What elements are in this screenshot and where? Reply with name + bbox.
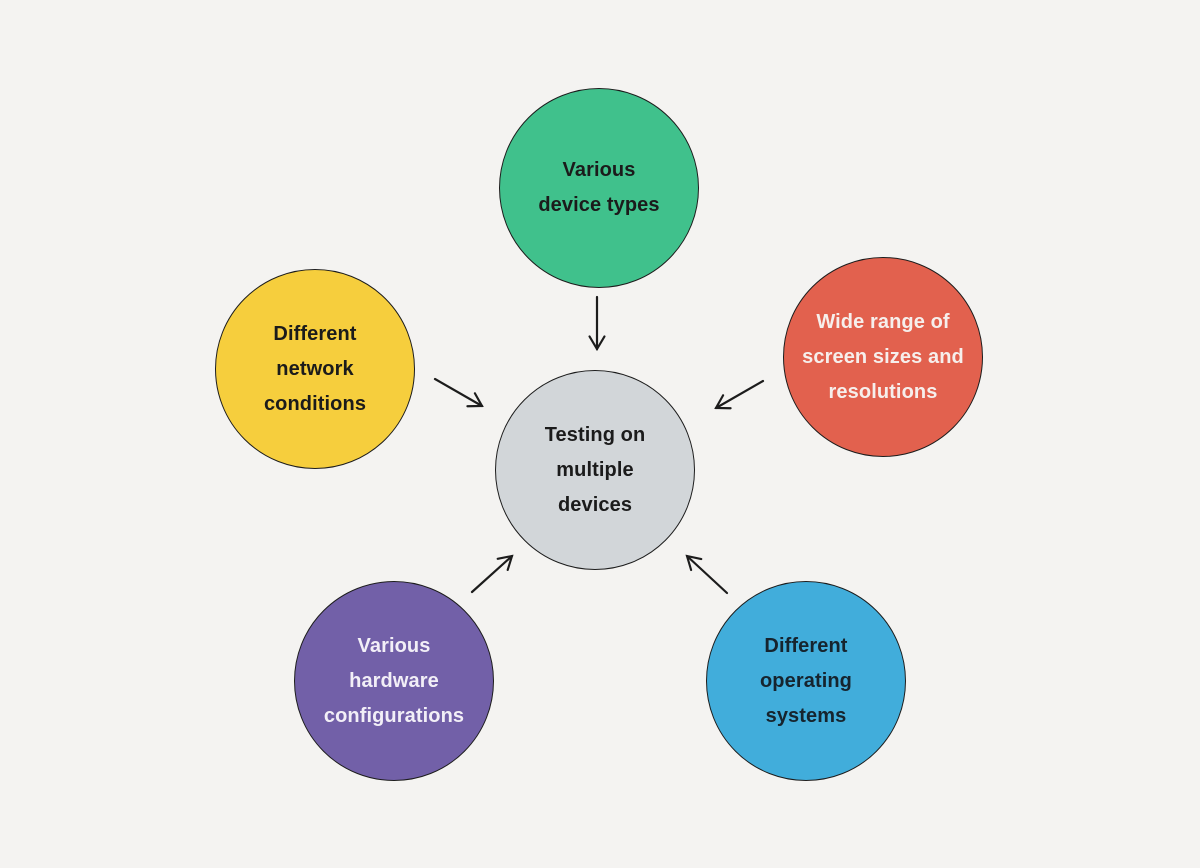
node-label-line: operating bbox=[759, 669, 852, 692]
node-different-operating-systems: Different operating systems bbox=[706, 581, 906, 781]
node-label-line: multiple bbox=[556, 458, 634, 481]
node-label-line: Various bbox=[562, 159, 636, 181]
node-label-line: conditions bbox=[263, 392, 367, 415]
node-label-line: configurations bbox=[323, 704, 465, 727]
node-label-line: systems bbox=[765, 704, 847, 727]
node-label-line: Various bbox=[357, 634, 431, 657]
node-label-line: Different bbox=[273, 322, 357, 345]
node-different-network-conditions: Different network conditions bbox=[215, 269, 415, 469]
arrow-os-to-center bbox=[685, 554, 729, 595]
node-label-line: hardware bbox=[349, 669, 439, 692]
node-label-line: network bbox=[276, 357, 354, 380]
node-label-line: device types bbox=[538, 194, 660, 216]
node-label-line: Different bbox=[764, 634, 848, 657]
node-label-line: devices bbox=[557, 493, 633, 516]
node-label-line: Testing on bbox=[544, 423, 646, 446]
node-label-line: screen sizes and bbox=[802, 345, 964, 368]
node-label-line: resolutions bbox=[828, 380, 938, 403]
arrow-hardware-to-center bbox=[470, 554, 514, 594]
node-various-hardware-configurations: Various hardware configurations bbox=[294, 581, 494, 781]
arrow-screen-sizes-to-center bbox=[714, 379, 765, 410]
node-label-line: Wide range of bbox=[816, 310, 950, 333]
node-testing-on-multiple-devices: Testing on multiple devices bbox=[495, 370, 695, 570]
node-wide-range-of-screen-sizes: Wide range of screen sizes and resolutio… bbox=[783, 257, 983, 457]
arrow-network-to-center bbox=[433, 377, 484, 408]
node-various-device-types: Various device types bbox=[499, 88, 699, 288]
